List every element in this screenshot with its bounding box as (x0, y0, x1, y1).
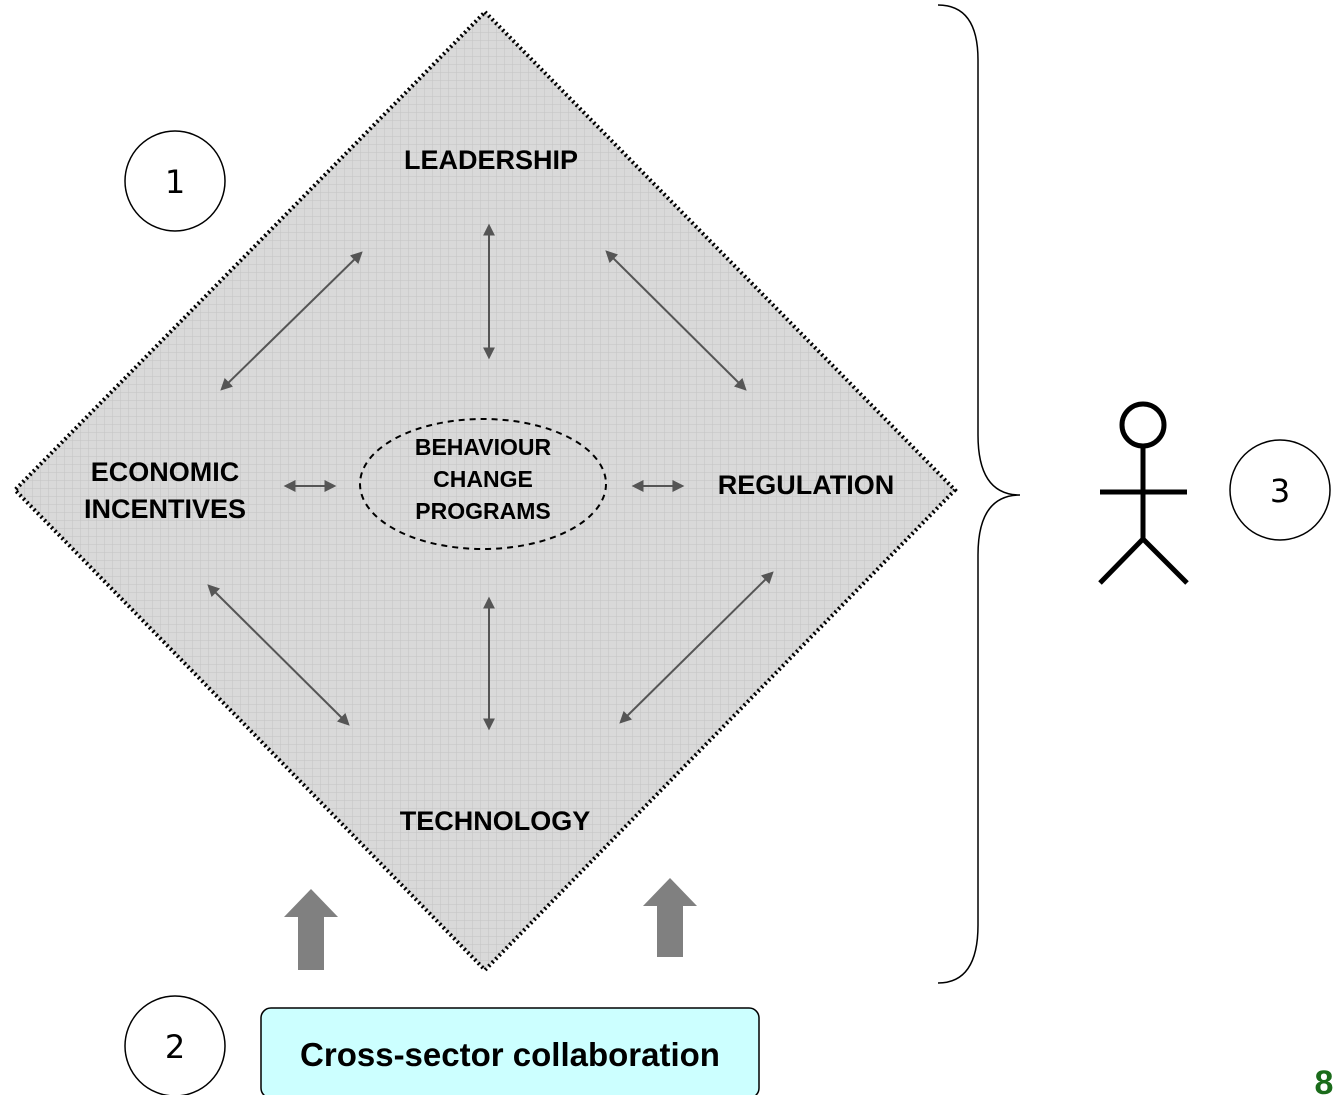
node-leadership: LEADERSHIP (404, 145, 578, 175)
marker-1: 1 (124, 130, 226, 232)
collaboration-label: Cross-sector collaboration (300, 1036, 720, 1073)
node-economic-incentives-line2: INCENTIVES (84, 494, 246, 524)
stick-figure-icon (1098, 401, 1189, 585)
block-up-arrow-icon (643, 878, 697, 957)
arrow-leadership-incentives (220, 251, 363, 391)
page-number: 8 (1315, 1064, 1334, 1095)
center-ellipse (359, 418, 607, 550)
marker-3: 3 (1229, 439, 1331, 541)
block-up-arrow-icon (284, 889, 338, 970)
relationship-arrows (207, 223, 774, 731)
node-behaviour-line1: BEHAVIOUR (415, 434, 552, 460)
arrow-regulation-technology (619, 571, 774, 724)
arrow-leadership-regulation (605, 250, 747, 391)
marker-2: 2 (124, 995, 226, 1095)
node-technology: TECHNOLOGY (400, 806, 591, 836)
svg-text:2: 2 (165, 1028, 185, 1066)
node-behaviour-line2: CHANGE (433, 466, 533, 492)
svg-text:3: 3 (1270, 472, 1290, 510)
node-economic-incentives-line1: ECONOMIC (91, 457, 240, 487)
svg-text:1: 1 (165, 163, 185, 201)
collaboration-box (260, 1007, 760, 1095)
node-behaviour-line3: PROGRAMS (415, 498, 550, 524)
node-regulation: REGULATION (718, 470, 895, 500)
curly-brace-icon (937, 4, 1021, 984)
arrow-incentives-technology (207, 584, 350, 726)
